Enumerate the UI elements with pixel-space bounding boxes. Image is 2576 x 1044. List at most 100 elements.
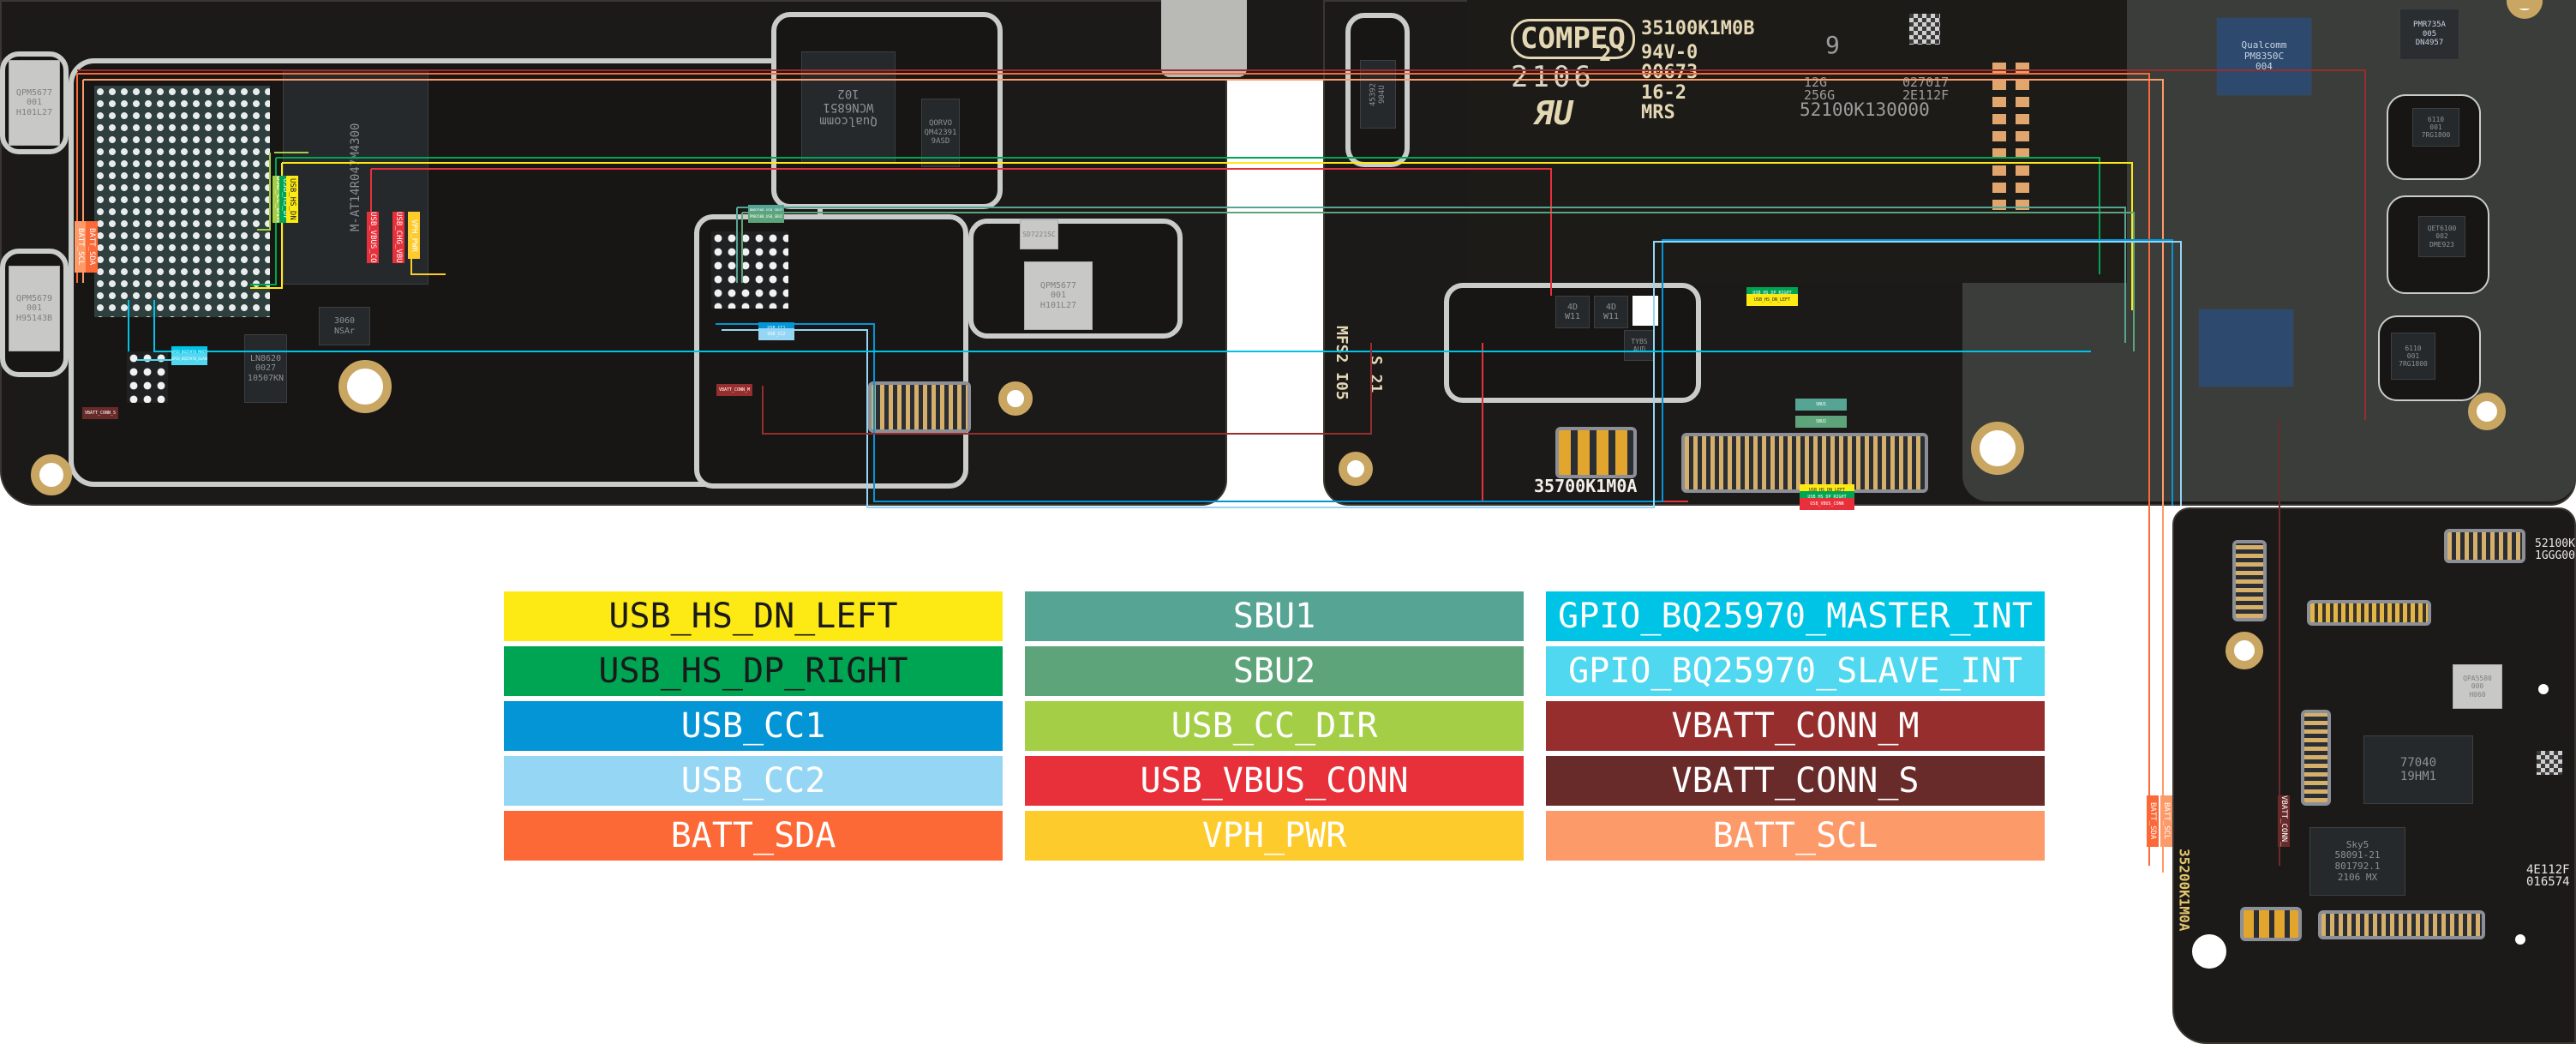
main-part-number: 35100K1M0B [1641, 18, 1755, 39]
chip-qpa5580: QPA5580 000 H060 [2453, 664, 2502, 709]
mounting-hole-center-left [338, 360, 392, 413]
chip-45392: 45392 904U [1360, 60, 1396, 129]
sub-mounting-hole-bottom-left [2184, 926, 2235, 977]
board-label-usb-hs-dn-left: USB_HS_DN_LEFT [1746, 294, 1798, 306]
compeq-sub: 2 [1599, 42, 1612, 66]
legend-item-gpio-bq25970-slave-int: GPIO_BQ25970_SLAVE_INT [1546, 646, 2045, 696]
marking-9: 9 [1825, 31, 1840, 59]
sub-part-number-3: 1GGG00 [2535, 549, 2575, 562]
chip-ln8620: LN8620 0027 10507KN [244, 334, 287, 403]
chip-memory: M-AT14R047M4300 [283, 70, 428, 285]
chip-wcn6851: Qualcomm WCN6851 102 [801, 51, 896, 163]
chip-4d-a: 4D W11 [1555, 296, 1590, 328]
soc-bga-pads [94, 86, 270, 317]
board-label-usb-vbus-conn: USB_VBUS_CONN [367, 212, 379, 263]
chip-6110-a: 6110 001 7RG1800 [2412, 108, 2459, 147]
connector-pads-right-2 [2016, 56, 2029, 210]
sub-connector-bottom [2318, 910, 2485, 939]
mounting-hole-right-left [1339, 452, 1373, 486]
chip-3060a: 3060 NSAr [319, 307, 370, 345]
sub-connector-vertical-mid [2301, 710, 2331, 806]
chip-sd7221: SD7221SC [1020, 219, 1058, 249]
board-part-number: 52100K130000 [1800, 99, 1930, 120]
board-label-pm-sbu2: PM8350B_USB_SBU2 [748, 211, 784, 223]
chip-qpm5677-center: QPM5677 001 H101L27 [1024, 261, 1093, 330]
flammability-rating: 94V-0 [1641, 42, 1698, 63]
sub-code-4e112f: 4E112F [2526, 863, 2570, 877]
sub-mounting-hole-bottom-right [2507, 926, 2534, 953]
board-label-sub-batt-scl: BATT_SCL [2160, 795, 2172, 847]
board-label-gpio-slave: GPIO_BQ25970_SLAVE_INT [171, 353, 207, 365]
board-label-vbatt-s: VBATT_CONN_S [82, 407, 118, 419]
legend-item-batt-sda: BATT_SDA [504, 811, 1003, 861]
legend-item-usb-hs-dp-right: USB_HS_DP_RIGHT [504, 646, 1003, 696]
lot-number: 00673 [1641, 62, 1698, 83]
board-to-board-connector-left [868, 381, 971, 433]
legend-item-vph-pwr: VPH_PWR [1025, 811, 1524, 861]
date-code: 2106 [1511, 60, 1595, 94]
chip-pm-lower [2198, 309, 2294, 387]
net-legend: USB_HS_DN_LEFT SBU1 GPIO_BQ25970_MASTER_IN… [504, 591, 2045, 861]
chip-pm8350c: Qualcomm PM8350C 004 [2216, 17, 2312, 96]
chip-qet6100: QET6100 002 DME923 [2418, 216, 2465, 257]
sub-part-number-2: 52100K [2535, 537, 2575, 550]
board-label-sbu2: SBU2 [1795, 416, 1847, 428]
board-label-batt-scl: BATT_SCL [75, 221, 87, 273]
metal-bracket [1161, 0, 1247, 77]
connector-board-part-number: 35700K1M0A [1534, 476, 1638, 496]
layer-code: 16-2 [1641, 82, 1686, 104]
board-label-usb-vbus-conn-2: USB_VBUS_CONN [1800, 498, 1854, 510]
s21-marking: S 21 [1366, 356, 1385, 393]
legend-item-vbatt-conn-m: VBATT_CONN_M [1546, 701, 2045, 751]
sub-connector-top-right [2444, 529, 2525, 563]
board-label-usb-chg-vbus: USB_CHG_VBUS [392, 212, 404, 263]
connector-pads-right [1992, 56, 2006, 210]
mfs-marking: MFS2 I05 [1332, 326, 1351, 400]
sub-datamatrix [2537, 751, 2562, 775]
board-label-vph-pwr: VPH_PWR [408, 212, 420, 259]
legend-item-batt-scl: BATT_SCL [1546, 811, 2045, 861]
sub-connector-gold [2307, 600, 2431, 626]
legend-item-usb-hs-dn-left: USB_HS_DN_LEFT [504, 591, 1003, 641]
sub-connector-vertical-top [2232, 540, 2267, 621]
pmic-bga-pads [127, 351, 168, 403]
mrs-code: MRS [1641, 102, 1675, 123]
mounting-hole-right-top [2507, 0, 2543, 19]
ul-mark: ЯU [1534, 94, 1573, 132]
chip-pmr735a: PMR735A 005 DN4957 [2399, 9, 2459, 60]
chip-qpm5677-left: QPM5677 001 H101L27 [9, 60, 60, 146]
mounting-hole-left-gap [998, 381, 1033, 416]
battery-connector [1555, 427, 1637, 478]
mounting-hole-left [31, 454, 72, 495]
board-label-sub-batt-sda: BATT_SDA [2147, 795, 2159, 847]
chip-6110-b: 6110 001 7RG1800 [2391, 333, 2435, 380]
legend-item-vbatt-conn-s: VBATT_CONN_S [1546, 756, 2045, 806]
mounting-hole-right-bottom [2468, 393, 2506, 430]
sub-battery-connector [2240, 907, 2302, 941]
datamatrix-code [1909, 14, 1940, 45]
board-label-usb-cc2: USB_CC2 [758, 328, 794, 340]
chip-tybs: TYBS AUD [1624, 330, 1655, 361]
chip-4d-b: 4D W11 [1594, 296, 1628, 328]
board-label-sbu1: SBU1 [1795, 399, 1847, 411]
sub-mounting-hole-right [2530, 675, 2557, 703]
chip-sky5: Sky5 58091-21 801792.1 2106 MX [2309, 827, 2405, 896]
chip-qpm5679: QPM5679 001 H95143B [9, 266, 60, 351]
legend-item-usb-cc2: USB_CC2 [504, 756, 1003, 806]
white-component [1632, 296, 1658, 326]
legend-item-sbu1: SBU1 [1025, 591, 1524, 641]
legend-item-gpio-bq25970-master-int: GPIO_BQ25970_MASTER_INT [1546, 591, 2045, 641]
sub-mounting-hole-gold [2226, 632, 2263, 669]
legend-item-sbu2: SBU2 [1025, 646, 1524, 696]
legend-item-usb-cc-dir: USB_CC_DIR [1025, 701, 1524, 751]
legend-item-usb-cc1: USB_CC1 [504, 701, 1003, 751]
board-label-vbatt-m: VBATT_CONN_M [716, 384, 752, 396]
sub-code-016574: 016574 [2526, 875, 2570, 889]
compeq-logo: COMPEQ [1511, 19, 1635, 60]
board-label-batt-sda: BATT_SDA [86, 221, 98, 273]
mounting-hole-right-center [1971, 422, 2024, 475]
legend-item-usb-vbus-conn: USB_VBUS_CONN [1025, 756, 1524, 806]
sub-part-number: 35200K1M0A [2176, 849, 2193, 932]
board-label-sub-vbatt-s: VBATT_CONN_S [2278, 795, 2290, 847]
pmic-center-bga [711, 231, 788, 309]
